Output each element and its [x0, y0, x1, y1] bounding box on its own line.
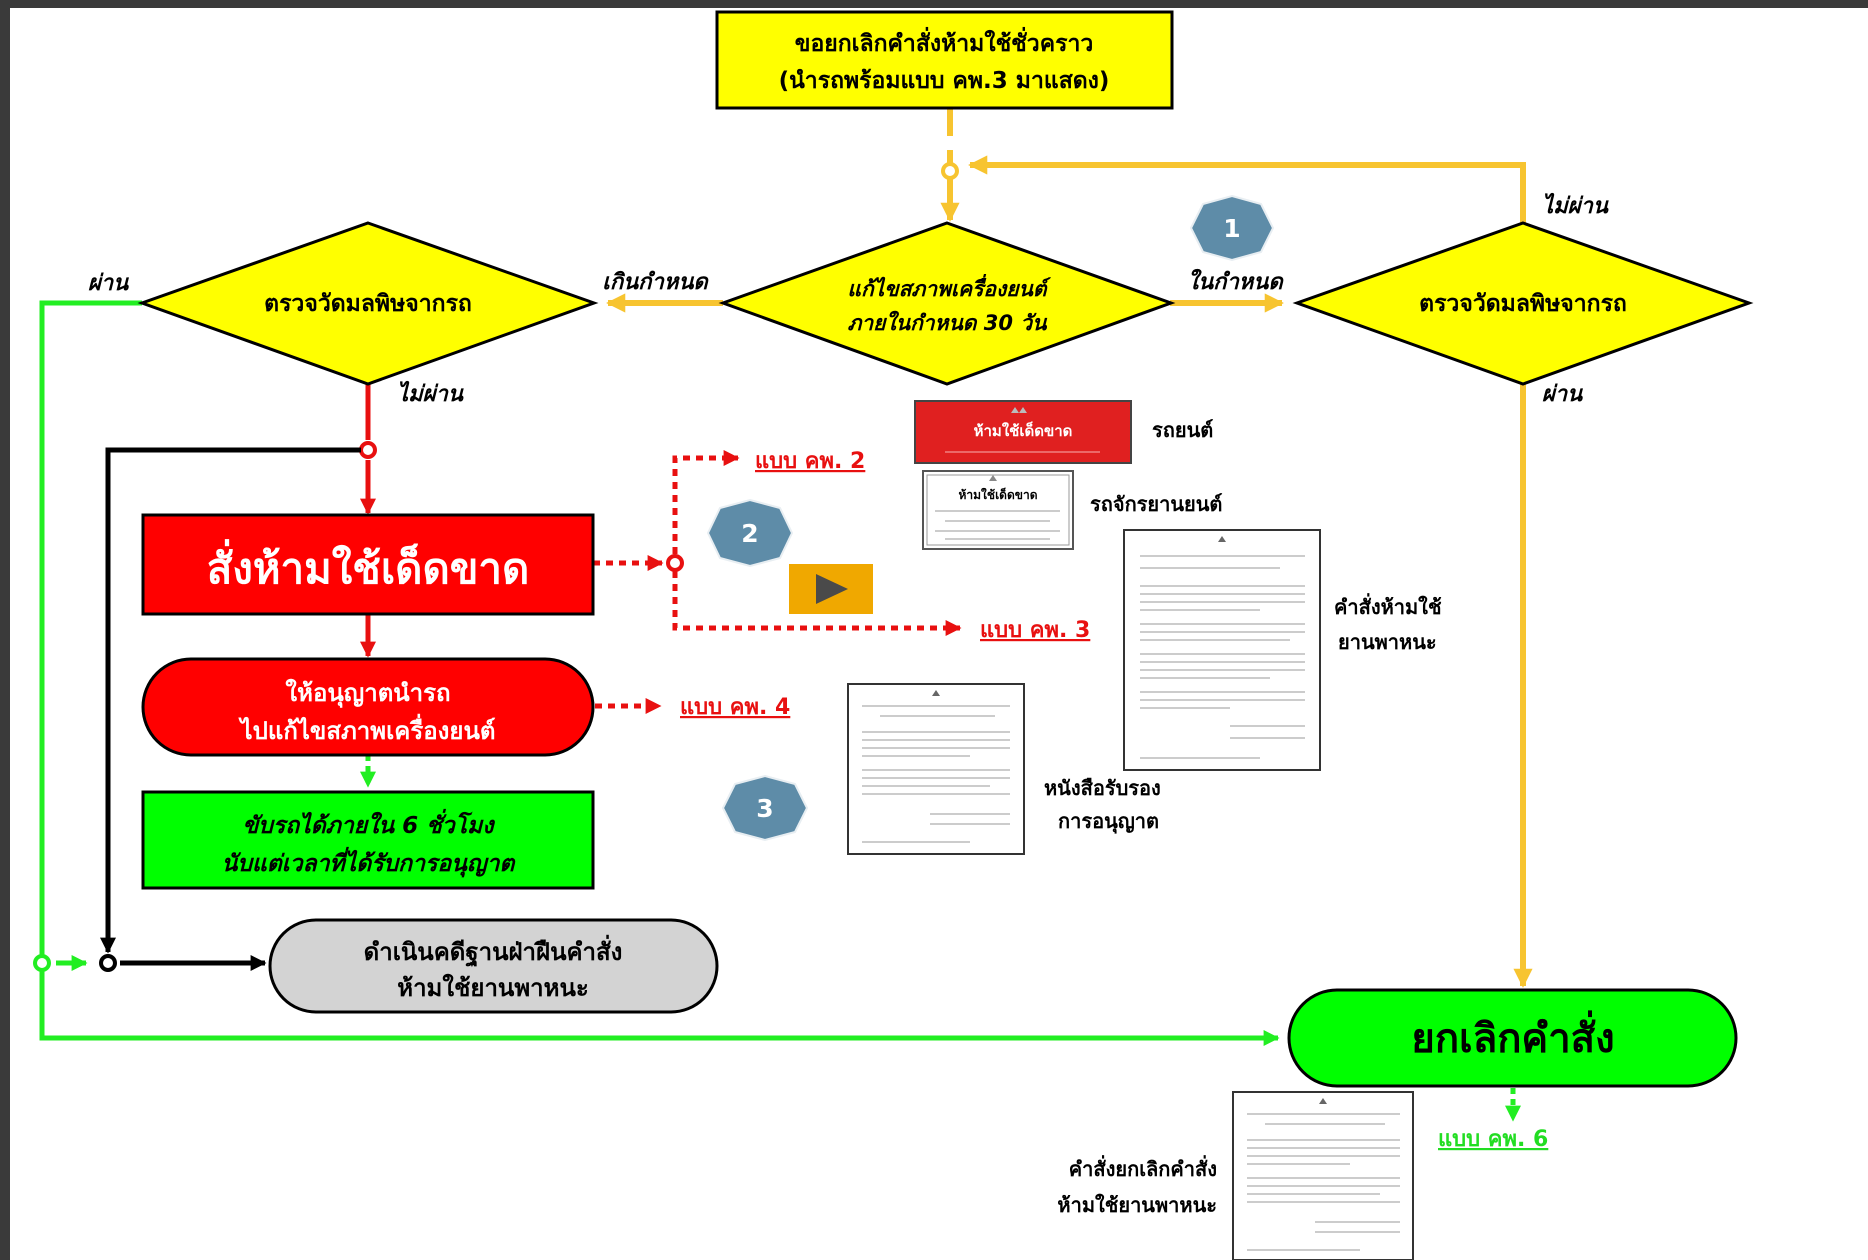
decision-center-line1: แก้ไขสภาพเครื่องยนต์ — [847, 274, 1051, 301]
junction-red — [359, 441, 377, 459]
start-box-line2: (นำรถพร้อมแบบ คพ.3 มาแสดง) — [779, 68, 1110, 94]
absolute-ban-label: สั่งห้ามใช้เด็ดขาด — [207, 539, 530, 593]
doc-kp4-caption-line2: การอนุญาต — [1058, 809, 1159, 834]
sticker-car-title: ห้ามใช้เด็ดขาด — [974, 421, 1073, 440]
junction-black — [99, 954, 117, 972]
edge-to-kp3 — [672, 571, 962, 637]
doc-kp6-caption-line2: ห้ามใช้ยานพาหนะ — [1057, 1193, 1217, 1217]
junction-green — [33, 954, 51, 972]
sticker-moto-title: ห้ามใช้เด็ดขาด — [959, 487, 1038, 502]
form-kp2-link[interactable]: แบบ คพ. 2 — [755, 449, 865, 474]
form-kp3-link[interactable]: แบบ คพ. 3 — [980, 618, 1090, 643]
play-button[interactable] — [789, 564, 873, 614]
badge-1-number: 1 — [1223, 214, 1240, 243]
form-kp6-link[interactable]: แบบ คพ. 6 — [1438, 1127, 1548, 1152]
badge-2[interactable]: 2 — [706, 498, 794, 568]
yellow-connectors — [606, 88, 1533, 988]
start-box: ขอยกเลิกคำสั่งห้ามใช้ชั่วคราว (นำรถพร้อม… — [715, 10, 1174, 110]
cancel-order-label: ยกเลิกคำสั่ง — [1411, 1010, 1614, 1062]
doc-kp4-thumbnail — [847, 683, 1025, 855]
drive-line1: ขับรถได้ภายใน 6 ชั่วโมง — [243, 808, 496, 839]
emblem-icon — [1011, 407, 1027, 413]
decision-left-label: ตรวจวัดมลพิษจากรถ — [264, 291, 472, 317]
label-within: ในกำหนด — [1187, 268, 1284, 295]
prosecute-line2: ห้ามใช้ยานพาหนะ — [397, 973, 588, 1002]
sticker-moto-caption: รถจักรยานยนต์ — [1090, 492, 1222, 516]
edge-pass-to-cancel — [39, 300, 1280, 1047]
emblem-icon — [932, 690, 940, 696]
diagram-canvas: ขอยกเลิกคำสั่งห้ามใช้ชั่วคราว (นำรถพร้อม… — [10, 8, 1868, 1260]
drive-box: ขับรถได้ภายใน 6 ชั่วโมง นับแต่เวลาที่ได้… — [141, 790, 595, 890]
edge-loop-to-prosecute — [99, 447, 361, 954]
label-pass-left: ผ่าน — [88, 271, 129, 296]
flowchart: ขอยกเลิกคำสั่งห้ามใช้ชั่วคราว (นำรถพร้อม… — [33, 10, 1754, 1260]
doc-kp3-caption-line1: คำสั่งห้ามใช้ — [1334, 592, 1442, 619]
label-overdue: เกินกำหนด — [602, 270, 709, 295]
prosecute-box: ดำเนินคดีฐานฝ่าฝืนคำสั่ง ห้ามใช้ยานพาหนะ — [268, 918, 719, 1014]
emblem-icon — [1218, 536, 1226, 542]
badge-3[interactable]: 3 — [721, 774, 809, 842]
label-pass-right: ผ่าน — [1542, 382, 1583, 407]
decision-right-label: ตรวจวัดมลพิษจากรถ — [1419, 291, 1627, 317]
play-icon — [816, 574, 848, 604]
window-frame-top — [0, 0, 1868, 8]
sticker-car-caption: รถยนต์ — [1152, 418, 1213, 442]
label-fail-right: ไม่ผ่าน — [1542, 192, 1609, 219]
emblem-icon — [1319, 1098, 1327, 1104]
edge-retest-fail-loop — [968, 155, 1526, 230]
form-kp4-link[interactable]: แบบ คพ. 4 — [680, 695, 790, 720]
doc-kp6-caption-line1: คำสั่งยกเลิกคำสั่ง — [1069, 1154, 1217, 1181]
sticker-car: ห้ามใช้เด็ดขาด — [914, 400, 1132, 464]
black-connectors — [99, 447, 361, 972]
decision-right: ตรวจวัดมลพิษจากรถ — [1292, 221, 1754, 386]
edge-to-kp2 — [672, 449, 740, 554]
badge-3-number: 3 — [756, 794, 773, 823]
decision-left: ตรวจวัดมลพิษจากรถ — [137, 221, 599, 386]
doc-kp3-caption-line2: ยานพาหนะ — [1338, 630, 1437, 654]
badge-2-number: 2 — [741, 519, 758, 548]
red-connectors — [359, 380, 962, 715]
emblem-icon — [989, 475, 997, 481]
window-frame-left — [0, 0, 10, 1260]
prosecute-line1: ดำเนินคดีฐานฝ่าฝืนคำสั่ง — [364, 934, 623, 968]
decision-center: แก้ไขสภาพเครื่องยนต์ ภายในกำหนด 30 วัน — [718, 221, 1176, 386]
decision-center-line2: ภายในกำหนด 30 วัน — [848, 310, 1049, 335]
permit-line1: ให้อนุญาตนำรถ — [285, 678, 450, 709]
doc-kp3-thumbnail — [1123, 529, 1321, 771]
sticker-moto: ห้ามใช้เด็ดขาด — [922, 470, 1074, 550]
absolute-ban-box: สั่งห้ามใช้เด็ดขาด — [141, 513, 595, 616]
permit-line2: ไปแก้ไขสภาพเครื่องยนต์ — [238, 713, 496, 745]
junction-red-forms — [666, 554, 684, 572]
label-fail-left: ไม่ผ่าน — [397, 380, 464, 407]
cancel-order-box: ยกเลิกคำสั่ง — [1287, 988, 1738, 1088]
start-box-line1: ขอยกเลิกคำสั่งห้ามใช้ชั่วคราว — [795, 26, 1094, 57]
badge-1[interactable]: 1 — [1189, 194, 1275, 262]
doc-kp4-caption-line1: หนังสือรับรอง — [1044, 776, 1161, 800]
green-connectors — [39, 300, 1522, 1122]
drive-line2: นับแต่เวลาที่ได้รับการอนุญาต — [222, 846, 517, 878]
doc-kp6-thumbnail — [1232, 1091, 1414, 1260]
junction-yellow — [941, 162, 959, 180]
permit-box: ให้อนุญาตนำรถ ไปแก้ไขสภาพเครื่องยนต์ — [141, 657, 595, 757]
